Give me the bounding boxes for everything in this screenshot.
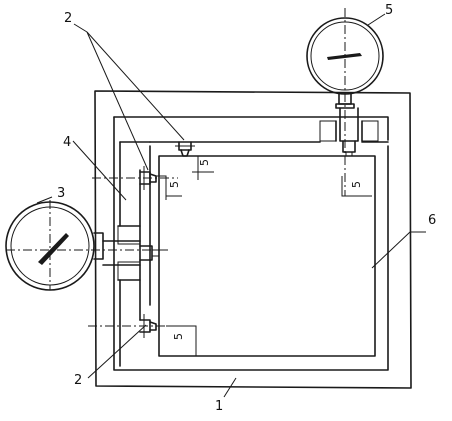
probe-middle xyxy=(92,166,178,190)
dim-top xyxy=(192,155,214,180)
specimen xyxy=(158,155,376,357)
dim-label-2: 5 xyxy=(168,181,181,188)
probe-top xyxy=(175,141,195,157)
dial-gauge-top xyxy=(306,8,384,196)
dim-right-top xyxy=(341,176,372,197)
label-specimen: 6 xyxy=(428,213,436,228)
needle-icon xyxy=(38,233,69,265)
label-dial-gauge-top: 5 xyxy=(385,3,393,18)
label-frame: 1 xyxy=(215,399,223,414)
pillar xyxy=(119,141,141,367)
frame-outer xyxy=(94,90,412,389)
left-gauge-mount xyxy=(102,225,159,281)
dim-label-4: 5 xyxy=(172,333,185,340)
needle-icon xyxy=(327,53,362,60)
frame-inner xyxy=(113,116,389,371)
label-dial-gauge-left: 3 xyxy=(57,186,65,201)
dim-label-3: 5 xyxy=(350,181,363,188)
probe-bottom xyxy=(88,314,178,338)
dim-label-1: 5 xyxy=(198,159,211,166)
top-beam xyxy=(149,141,389,306)
label-pillar: 4 xyxy=(63,135,71,150)
top-gauge-mount xyxy=(319,107,379,156)
dim-left-upper xyxy=(156,175,182,200)
label-probe-bottom: 2 xyxy=(74,373,82,388)
label-probe-top: 2 xyxy=(64,11,72,26)
dial-gauge-left xyxy=(5,200,170,291)
leaders xyxy=(36,13,426,398)
dim-left-lower xyxy=(166,325,197,356)
